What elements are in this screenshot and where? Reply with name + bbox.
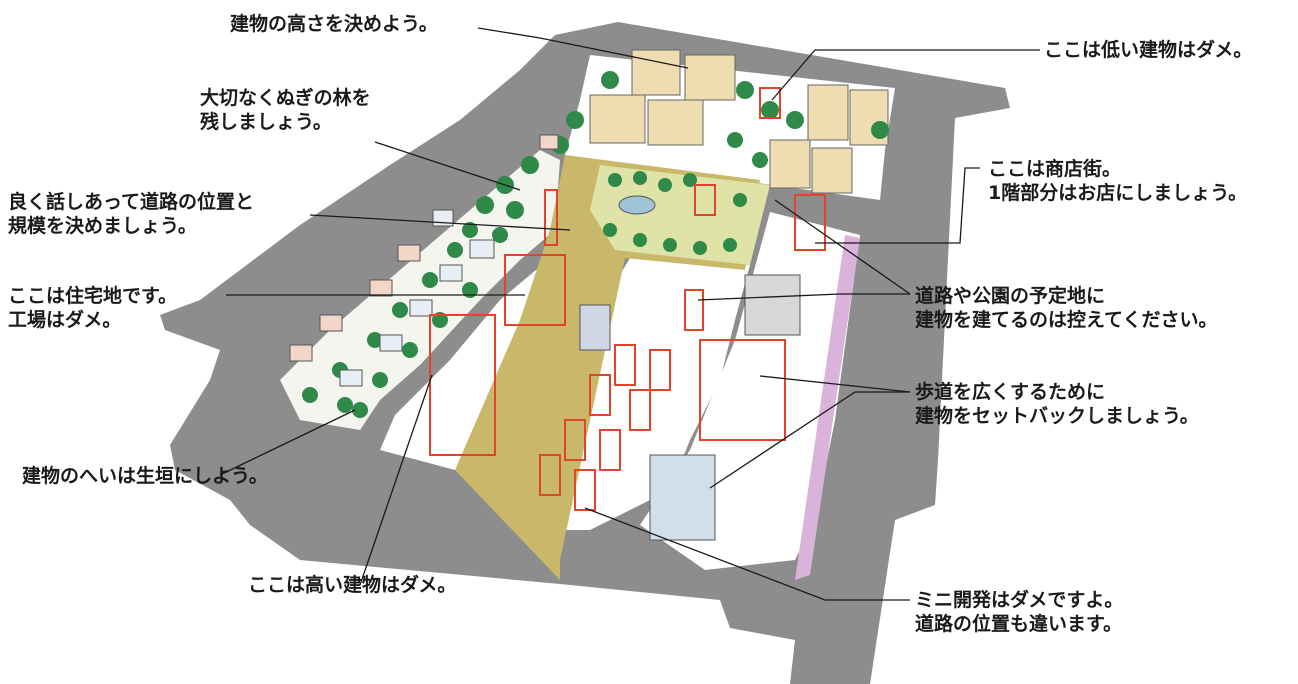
label-line: 建物をセットバックしましょう。 xyxy=(915,405,1199,427)
label-high-building-ng: ここは高い建物はダメ。 xyxy=(248,573,456,597)
block-residential-west xyxy=(280,150,560,430)
label-line: 大切なくぬぎの林を xyxy=(200,87,371,109)
label-shopping-street: ここは商店街。 1階部分はお店にしましょう。 xyxy=(988,157,1247,205)
fountain xyxy=(618,195,656,215)
label-line: 良く話しあって道路の位置と xyxy=(8,191,255,213)
label-line: ここは高い建物はダメ。 xyxy=(248,574,457,596)
leader-lines xyxy=(219,27,1040,601)
label-setback: 歩道を広くするために 建物をセットバックしましょう。 xyxy=(915,380,1199,428)
existing-buildings xyxy=(579,274,801,541)
apartment-buildings xyxy=(589,49,889,194)
label-residential-area: ここは住宅地です。 工場はダメ。 xyxy=(8,284,177,332)
label-line: 規模を決めましょう。 xyxy=(8,215,197,237)
houses xyxy=(289,134,559,387)
label-road-discussion: 良く話しあって道路の位置と 規模を決めましょう。 xyxy=(8,190,254,238)
sidewalk-strip xyxy=(795,235,860,580)
label-line: ここは住宅地です。 xyxy=(8,285,178,307)
label-line: ここは商店街。 xyxy=(988,158,1122,180)
label-mini-development: ミニ開発はダメですよ。 道路の位置も違います。 xyxy=(915,588,1123,636)
label-line: 建物を建てるのは控えてください。 xyxy=(915,309,1218,331)
label-line: 1階部分はお店にしましょう。 xyxy=(988,182,1248,204)
plaza-road-strip xyxy=(455,155,760,580)
label-no-build-planned: 道路や公園の予定地に 建物を建てるのは控えてください。 xyxy=(915,284,1217,332)
label-line: ミニ開発はダメですよ。 xyxy=(915,589,1124,611)
label-low-building-ng: ここは低い建物はダメ。 xyxy=(1044,38,1252,62)
planned-buildings xyxy=(429,87,826,511)
label-line: 歩道を広くするために xyxy=(915,381,1106,403)
label-line: ここは低い建物はダメ。 xyxy=(1044,39,1253,61)
label-building-height: 建物の高さを決めよう。 xyxy=(230,12,438,36)
label-line: 工場はダメ。 xyxy=(8,309,122,331)
label-line: 道路や公園の予定地に xyxy=(915,285,1106,307)
label-line: 建物のへいは生垣にしよう。 xyxy=(22,465,268,487)
label-line: 道路の位置も違います。 xyxy=(915,613,1123,635)
label-keep-forest: 大切なくぬぎの林を 残しましょう。 xyxy=(200,86,371,134)
label-line: 残しましょう。 xyxy=(200,111,332,133)
label-line: 建物の高さを決めよう。 xyxy=(230,13,438,35)
label-hedge-fence: 建物のへいは生垣にしよう。 xyxy=(22,464,268,488)
